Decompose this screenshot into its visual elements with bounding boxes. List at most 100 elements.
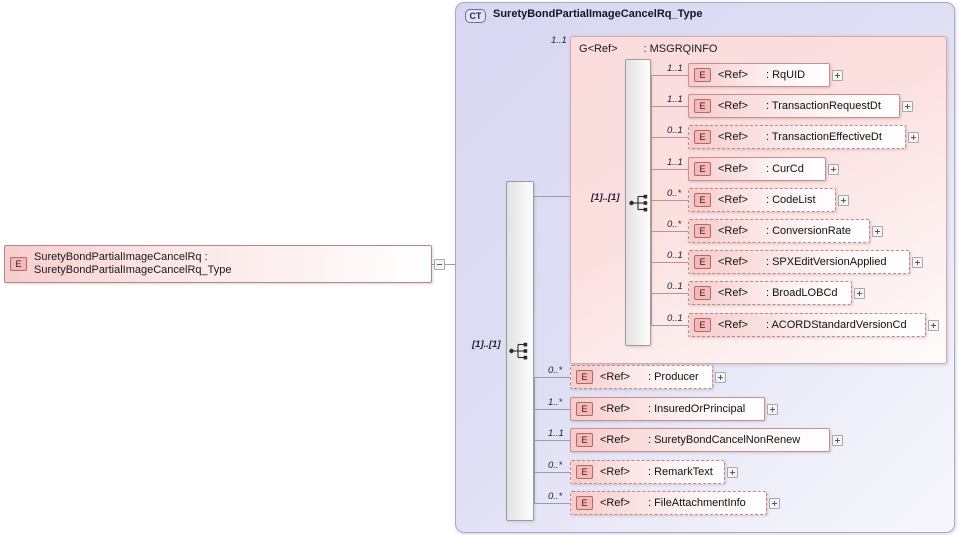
element-name-label: : SPXEditVersionApplied xyxy=(765,256,887,269)
expand-toggle[interactable] xyxy=(838,194,849,206)
group-badge-icon: G xyxy=(579,43,588,55)
element-name-label: : RemarkText xyxy=(647,465,713,478)
element-badge-icon: E xyxy=(694,255,711,270)
element-ref-label: <Ref> xyxy=(718,100,748,113)
expand-toggle[interactable] xyxy=(928,319,939,331)
occurrence-label: 0..1 xyxy=(667,281,683,293)
element-ref-label: <Ref> xyxy=(600,371,630,383)
element-name-label: : RqUID xyxy=(765,69,806,81)
connector-stub xyxy=(534,377,570,378)
group-header[interactable]: G <Ref> : MSGRQINFO xyxy=(579,43,717,55)
expand-toggle[interactable] xyxy=(769,498,780,509)
element-badge-icon: E xyxy=(576,433,593,447)
element-name-label: : CurCd xyxy=(765,162,804,175)
element-node[interactable]: E<Ref>: BroadLOBCd xyxy=(688,281,852,306)
element-badge-icon: E xyxy=(576,464,593,479)
element-node[interactable]: E<Ref>: SPXEditVersionApplied xyxy=(688,250,910,275)
element-node[interactable]: E <Ref> : InsuredOrPrincipal xyxy=(570,396,765,421)
element-name-label: : ACORDStandardVersionCd xyxy=(765,318,907,331)
expand-toggle[interactable] xyxy=(902,101,913,113)
element-node[interactable]: E <Ref> : TransactionRequestDt xyxy=(688,94,900,119)
element-name-label: : InsuredOrPrincipal xyxy=(647,402,746,415)
element-name-label: : Producer xyxy=(647,371,699,383)
element-badge-icon: E xyxy=(576,401,593,416)
element-ref-label: <Ref> xyxy=(600,497,630,509)
expand-toggle[interactable] xyxy=(715,372,726,383)
element-ref-label: <Ref> xyxy=(718,131,748,144)
element-node[interactable]: E<Ref>: SuretyBondCancelNonRenew xyxy=(570,428,830,452)
occurrence-label: 0..1 xyxy=(667,125,683,137)
connector-stub xyxy=(651,106,688,108)
element-badge-icon: E xyxy=(576,370,593,384)
element-node[interactable]: E <Ref> : ConversionRate xyxy=(688,219,870,243)
occurrence-label: 0..* xyxy=(548,365,563,376)
expand-toggle[interactable] xyxy=(828,163,839,175)
connector-stub xyxy=(651,293,688,295)
root-collapse-toggle[interactable] xyxy=(434,259,445,270)
expand-toggle[interactable] xyxy=(908,132,919,144)
sequence-compositor-icon-inner[interactable] xyxy=(629,194,651,212)
occurrence-label: 1..1 xyxy=(548,428,564,439)
element-node[interactable]: E<Ref>: CodeList xyxy=(688,187,836,212)
element-badge-icon: E xyxy=(694,286,711,301)
expand-toggle[interactable] xyxy=(767,403,778,415)
element-name-label: : SuretyBondCancelNonRenew xyxy=(647,434,801,446)
element-node[interactable]: E <Ref> : Producer xyxy=(570,365,713,389)
element-ref-label: <Ref> xyxy=(600,402,630,415)
complex-type-header: CT SuretyBondPartialImageCancelRq_Type xyxy=(465,8,702,23)
sequence-outer-occurrence-label: [1]..[1] xyxy=(472,339,501,350)
element-ref-label: <Ref> xyxy=(718,193,748,206)
element-badge-icon: E xyxy=(694,192,711,207)
sequence-compositor-icon-outer[interactable] xyxy=(509,342,531,360)
connector-stub xyxy=(651,137,688,139)
element-badge-icon: E xyxy=(694,130,711,145)
element-badge-icon: E xyxy=(694,224,711,238)
element-node[interactable]: E <Ref> : ACORDStandardVersionCd xyxy=(688,312,926,337)
element-node[interactable]: E <Ref> : RemarkText xyxy=(570,459,725,484)
connector-stub xyxy=(651,231,688,232)
connector-outer-to-group xyxy=(534,196,570,197)
element-badge-icon: E xyxy=(694,99,711,114)
element-node[interactable]: E<Ref>: FileAttachmentInfo xyxy=(570,491,767,515)
occurrence-label: 1..1 xyxy=(667,156,683,168)
connector-stub xyxy=(534,408,570,410)
occurrence-label: 0..* xyxy=(667,219,682,230)
element-ref-label: <Ref> xyxy=(718,287,748,300)
element-badge-icon: E xyxy=(10,257,27,271)
expand-toggle[interactable] xyxy=(832,70,843,81)
connector-root-left xyxy=(432,264,435,265)
element-name-label: : ConversionRate xyxy=(765,225,851,237)
occurrence-label: 0..1 xyxy=(667,312,683,324)
element-badge-icon: E xyxy=(694,317,711,332)
element-ref-label: <Ref> xyxy=(600,465,630,478)
element-ref-label: <Ref> xyxy=(718,69,748,81)
element-node[interactable]: E <Ref> : TransactionEffectiveDt xyxy=(688,125,906,150)
occurrence-label: 1..1 xyxy=(667,63,683,74)
connector-stub xyxy=(534,503,570,504)
occurrence-label: 0..1 xyxy=(667,250,683,262)
element-node[interactable]: E <Ref> : CurCd xyxy=(688,156,826,181)
root-element-node[interactable]: E SuretyBondPartialImageCancelRq : Suret… xyxy=(4,245,432,283)
group-occurrence-label: 1..1 xyxy=(551,35,567,46)
group-name-label: : MSGRQINFO xyxy=(643,43,718,55)
element-badge-icon: E xyxy=(694,161,711,176)
expand-toggle[interactable] xyxy=(727,466,738,478)
element-name-label: : TransactionEffectiveDt xyxy=(765,131,882,144)
element-ref-label: <Ref> xyxy=(718,318,748,331)
expand-toggle[interactable] xyxy=(872,226,883,237)
element-name-label: : TransactionRequestDt xyxy=(765,100,881,113)
expand-toggle[interactable] xyxy=(912,257,923,269)
expand-toggle[interactable] xyxy=(832,435,843,446)
element-ref-label: <Ref> xyxy=(718,162,748,175)
element-badge-icon: E xyxy=(576,496,593,510)
connector-stub xyxy=(651,199,688,201)
expand-toggle[interactable] xyxy=(854,288,865,300)
element-node[interactable]: E<Ref>: RqUID xyxy=(688,63,830,87)
connector-stub xyxy=(651,75,688,76)
occurrence-label: 0..* xyxy=(548,459,563,471)
group-ref-label: <Ref> xyxy=(587,43,618,55)
complex-type-badge-icon: CT xyxy=(465,9,486,23)
connector-stub xyxy=(651,262,688,264)
connector-stub xyxy=(534,440,570,441)
element-ref-label: <Ref> xyxy=(718,225,748,237)
